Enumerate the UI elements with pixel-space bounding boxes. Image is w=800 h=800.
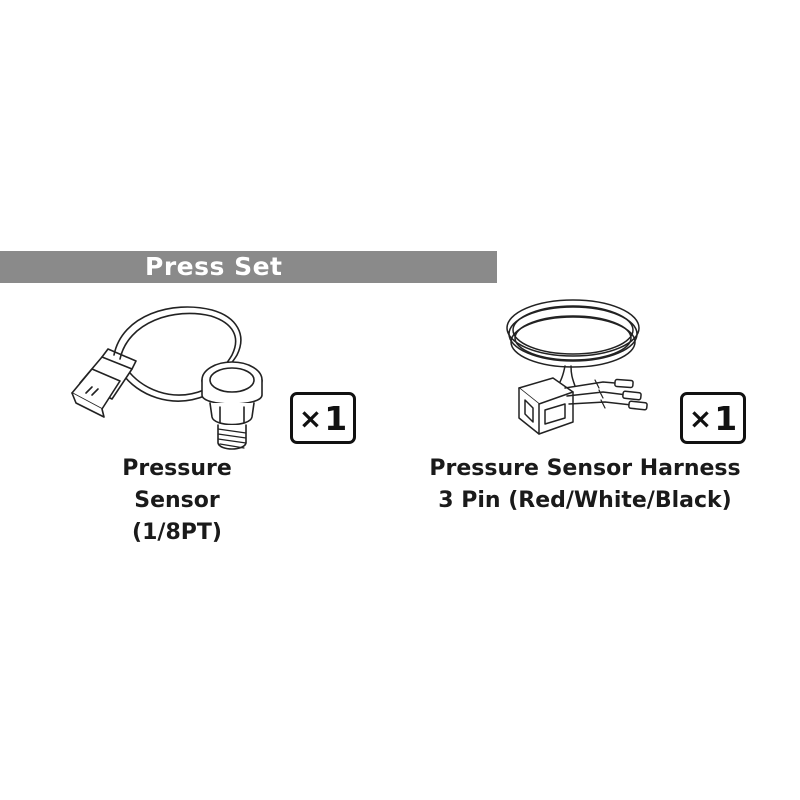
quantity-value: 1 [714, 398, 738, 438]
item-label-line: 3 Pin (Red/White/Black) [438, 488, 732, 513]
pressure-sensor-icon [71, 306, 263, 450]
item-label-line: Pressure Sensor Harness [429, 456, 741, 481]
item-label: Pressure Sensor (1/8PT) [77, 453, 277, 549]
item-label: Pressure Sensor Harness 3 Pin (Red/White… [380, 453, 790, 517]
quantity-badge: × 1 [680, 392, 746, 444]
section-title: Press Set [145, 252, 283, 281]
quantity-badge: × 1 [290, 392, 356, 444]
multiply-sign: × [688, 401, 713, 435]
item-label-line: Sensor [134, 488, 220, 513]
item-label-line: Pressure [122, 456, 232, 481]
item-label-line: (1/8PT) [132, 520, 222, 545]
section-banner [0, 251, 497, 283]
sensor-harness-icon [506, 299, 648, 435]
quantity-value: 1 [324, 398, 348, 438]
multiply-sign: × [298, 401, 323, 435]
